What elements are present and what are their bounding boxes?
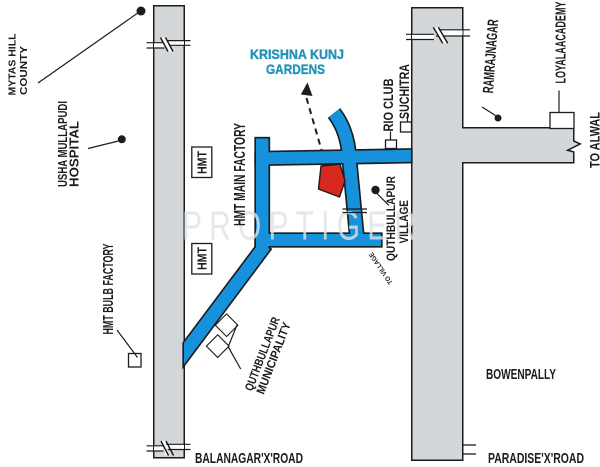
svg-text:VILLAGE: VILLAGE <box>397 200 411 244</box>
svg-text:HMT MAIN FACTORY: HMT MAIN FACTORY <box>232 123 249 226</box>
svg-text:HMT BULB FACTORY: HMT BULB FACTORY <box>100 244 117 335</box>
svg-text:TO ALWAL: TO ALWAL <box>587 112 600 168</box>
svg-text:LOYALAACADEMY: LOYALAACADEMY <box>554 1 570 83</box>
svg-text:SUCHITRA: SUCHITRA <box>396 64 412 119</box>
svg-text:QUTHBULLAPUR: QUTHBULLAPUR <box>384 176 398 261</box>
svg-text:BALANAGAR'X'ROAD: BALANAGAR'X'ROAD <box>195 450 303 467</box>
svg-text:USHA MULLAPUDI: USHA MULLAPUDI <box>56 101 70 187</box>
svg-text:HMT: HMT <box>195 151 210 174</box>
svg-text:RAMRAJNAGAR: RAMRAJNAGAR <box>480 19 502 94</box>
svg-text:PROPTIGER: PROPTIGER <box>182 203 423 249</box>
svg-text:KRISHNA KUNJ: KRISHNA KUNJ <box>250 47 344 62</box>
svg-text:MYTAS HILL: MYTAS HILL <box>6 33 18 96</box>
svg-text:HOSPITAL: HOSPITAL <box>68 121 82 187</box>
svg-text:HMT: HMT <box>195 247 210 270</box>
svg-text:RIO CLUB: RIO CLUB <box>380 79 396 132</box>
svg-text:BOWENPALLY: BOWENPALLY <box>486 367 556 383</box>
svg-text:COUNTY: COUNTY <box>18 46 30 95</box>
svg-text:PARADISE'X'ROAD: PARADISE'X'ROAD <box>488 450 584 467</box>
svg-text:GARDENS: GARDENS <box>266 62 325 77</box>
